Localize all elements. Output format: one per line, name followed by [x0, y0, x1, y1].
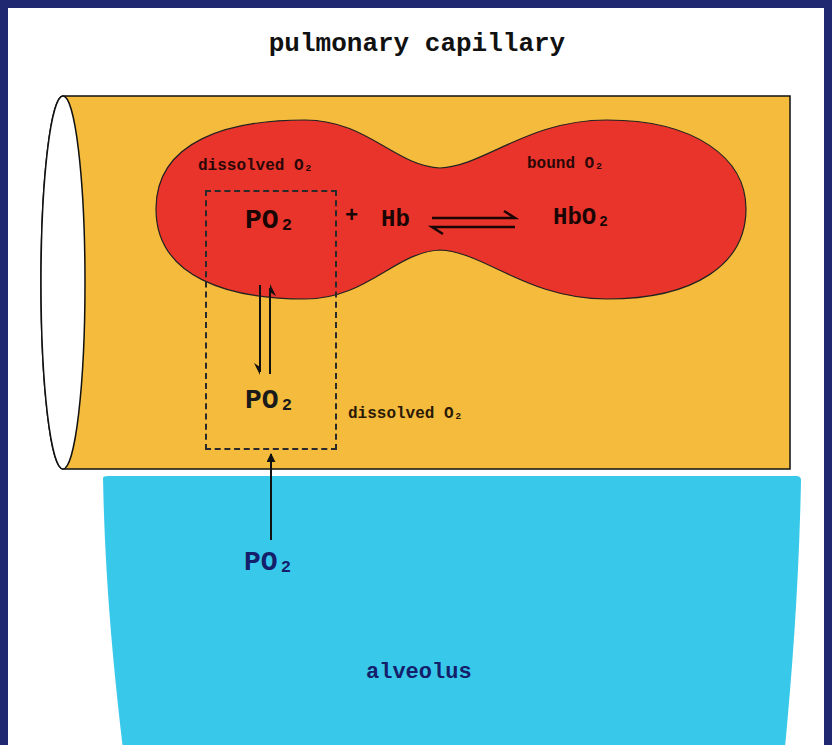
node-text: dissolved O₂: [198, 157, 313, 176]
cell-node: dissolved O₂ bound O₂ + Hb HbO₂: [155, 118, 747, 300]
text-slot: PO₂: [245, 204, 295, 238]
node-layer: pulmonary capillary dissolved O₂ bound O₂ +…: [8, 8, 824, 745]
text-slot: PO₂: [244, 546, 294, 580]
node-text: alveolus: [366, 660, 472, 686]
forward-half-arrow: [432, 211, 515, 218]
vessel-title: pulmonary capillary: [269, 29, 565, 60]
text-slot: PO₂: [245, 384, 295, 418]
dashed-node: PO₂ PO₂: [205, 190, 337, 450]
node-text: Hb: [381, 206, 410, 235]
node-text: PO₂: [244, 546, 294, 580]
cell-shape: [155, 118, 747, 300]
node-text: +: [345, 204, 358, 230]
node-text: bound O₂: [527, 155, 604, 174]
text-slot: alveolus: [366, 660, 472, 686]
plasma-label: dissolved O₂: [348, 405, 463, 424]
text-slot: +: [345, 204, 358, 230]
up-arrow: [269, 288, 271, 374]
text-slot: pulmonary capillary: [40, 29, 794, 60]
node-text: PO₂: [245, 204, 295, 238]
label-slot: dissolved O₂: [348, 404, 463, 424]
node-text: PO₂: [245, 384, 295, 418]
capillary-wall: [41, 96, 790, 469]
text-slot: Hb: [381, 206, 410, 235]
alveolus-shape: [100, 474, 804, 745]
connector-layer: [8, 8, 824, 745]
text-slot: dissolved O₂: [198, 156, 313, 176]
text-slot: bound O₂: [527, 154, 604, 174]
down-arrow-head: [254, 363, 260, 375]
alveolus-space: [103, 476, 801, 745]
capillary-opening: [41, 96, 85, 469]
up-arrow-head: [270, 284, 276, 296]
down-arrow: [259, 285, 261, 372]
node-text: HbO₂: [553, 204, 611, 233]
diffusion-arrow: [270, 454, 272, 540]
alveolus-node: PO₂ alveolus: [100, 474, 804, 745]
diagram-panel: pulmonary capillary dissolved O₂ bound O₂ +…: [8, 8, 824, 745]
red-blood-cell: [156, 120, 746, 299]
text-slot: HbO₂: [553, 204, 611, 233]
reverse-half-arrow: [432, 227, 515, 234]
